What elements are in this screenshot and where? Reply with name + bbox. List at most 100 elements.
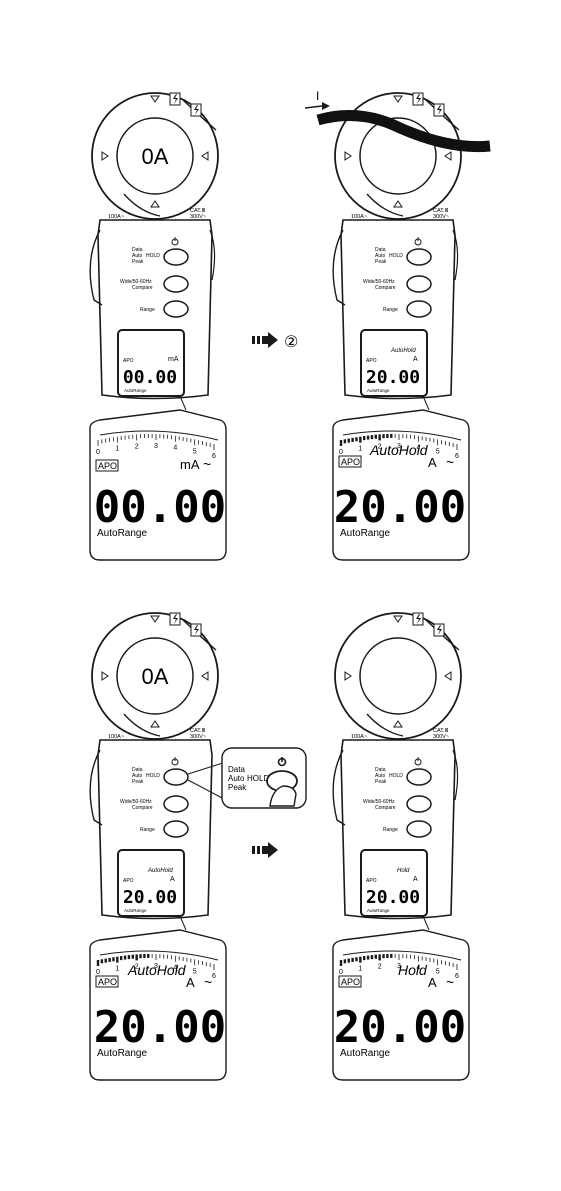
scale-label: 0 bbox=[96, 449, 100, 456]
arrow-right-icon bbox=[252, 332, 278, 348]
scale-label: 1 bbox=[358, 966, 362, 973]
svg-text:Data: Data bbox=[132, 767, 143, 773]
scale-label: 6 bbox=[212, 973, 216, 980]
scale-label: 5 bbox=[436, 968, 440, 975]
svg-text:300V~: 300V~ bbox=[433, 734, 449, 740]
scale-label: 3 bbox=[397, 963, 401, 970]
wide-compare-button[interactable] bbox=[406, 795, 432, 813]
scale-label: 2 bbox=[378, 443, 382, 450]
svg-text:100A~: 100A~ bbox=[351, 734, 367, 740]
meter-panel-2: 20A 100A~ CAT.Ⅲ 300V~ Data Auto Peak HOL… bbox=[332, 92, 462, 411]
svg-text:100A~: 100A~ bbox=[108, 734, 124, 740]
svg-text:mA: mA bbox=[168, 356, 179, 363]
svg-text:AutoHold: AutoHold bbox=[147, 868, 173, 874]
status-indicator: Hold bbox=[398, 962, 428, 978]
scale-label: 4 bbox=[416, 445, 420, 452]
svg-text:Peak: Peak bbox=[375, 259, 387, 265]
svg-text:AutoRange: AutoRange bbox=[124, 388, 147, 393]
range-button[interactable] bbox=[163, 820, 189, 838]
scale-label: 2 bbox=[378, 963, 382, 970]
wide-compare-button[interactable] bbox=[163, 275, 189, 293]
hold-button[interactable] bbox=[406, 248, 432, 266]
apo-indicator: APO bbox=[98, 461, 117, 471]
autorange-indicator: AutoRange bbox=[97, 528, 147, 539]
svg-text:APO: APO bbox=[123, 358, 134, 364]
svg-text:CAT.Ⅲ: CAT.Ⅲ bbox=[433, 728, 449, 734]
hold-button[interactable] bbox=[163, 248, 189, 266]
scale-label: 4 bbox=[416, 965, 420, 972]
scale-label: 4 bbox=[173, 445, 177, 452]
svg-text:20.00: 20.00 bbox=[366, 887, 420, 908]
range-button[interactable] bbox=[406, 820, 432, 838]
warning-bolt-icon bbox=[433, 103, 445, 117]
status-indicator: AutoHold bbox=[369, 442, 429, 458]
svg-text:AutoRange: AutoRange bbox=[367, 908, 390, 913]
svg-text:Auto: Auto bbox=[375, 253, 386, 259]
jaw-opening bbox=[116, 117, 194, 195]
svg-text:100A~: 100A~ bbox=[351, 214, 367, 220]
scale-label: 1 bbox=[115, 446, 119, 453]
scale-label: 5 bbox=[193, 968, 197, 975]
svg-text:20.00: 20.00 bbox=[123, 887, 177, 908]
svg-text:Auto: Auto bbox=[228, 774, 245, 783]
unit-label: mA bbox=[180, 457, 200, 472]
svg-text:HOLD: HOLD bbox=[389, 253, 403, 259]
power-icon bbox=[171, 757, 179, 766]
warning-bolt-icon bbox=[190, 623, 202, 637]
arrow-right-icon bbox=[252, 842, 278, 858]
range-button[interactable] bbox=[163, 300, 189, 318]
svg-text:20.00: 20.00 bbox=[94, 1002, 226, 1053]
svg-text:APO: APO bbox=[98, 977, 117, 987]
power-icon bbox=[414, 237, 422, 246]
svg-text:AutoHold: AutoHold bbox=[390, 348, 416, 354]
svg-text:Wide/50-60Hz: Wide/50-60Hz bbox=[363, 799, 395, 805]
scale-label: 0 bbox=[96, 969, 100, 976]
scale-label: 1 bbox=[115, 966, 119, 973]
svg-text:300V~: 300V~ bbox=[190, 734, 206, 740]
scale-label: 2 bbox=[135, 963, 139, 970]
scale-label: 3 bbox=[154, 443, 158, 450]
wide-compare-button[interactable] bbox=[163, 795, 189, 813]
status-indicator: AutoHold bbox=[127, 962, 187, 978]
meter-panel-4: 100A~ CAT.Ⅲ 300V~ Data Auto Peak HOLD Wi… bbox=[332, 612, 462, 931]
svg-text:20.00: 20.00 bbox=[334, 1002, 466, 1053]
svg-text:HOLD: HOLD bbox=[247, 774, 269, 783]
step-marker: ② bbox=[284, 334, 298, 351]
svg-text:Wide/50-60Hz: Wide/50-60Hz bbox=[363, 279, 395, 285]
warning-bolt-icon bbox=[169, 92, 181, 106]
svg-text:Auto: Auto bbox=[132, 773, 143, 779]
wide-compare-button[interactable] bbox=[406, 275, 432, 293]
scale-label: 6 bbox=[212, 453, 216, 460]
range-button[interactable] bbox=[406, 300, 432, 318]
scale-label: 0 bbox=[339, 449, 343, 456]
svg-text:A: A bbox=[186, 975, 195, 990]
svg-text:A: A bbox=[428, 975, 437, 990]
svg-text:Peak: Peak bbox=[375, 779, 387, 785]
svg-text:~: ~ bbox=[204, 974, 212, 990]
svg-text:Wide/50-60Hz: Wide/50-60Hz bbox=[120, 279, 152, 285]
jaw-label: 0A bbox=[142, 144, 169, 169]
cable bbox=[316, 110, 491, 153]
hold-button-callout: Data Auto Peak HOLD bbox=[187, 747, 307, 809]
scale-label: 5 bbox=[193, 448, 197, 455]
arrow-right-icon bbox=[304, 102, 330, 110]
rating-right: CAT.Ⅲ bbox=[190, 208, 206, 214]
svg-text:HOLD: HOLD bbox=[146, 773, 160, 779]
hold-button[interactable] bbox=[163, 768, 189, 786]
svg-text:~: ~ bbox=[446, 454, 454, 470]
scale-label: 3 bbox=[397, 443, 401, 450]
svg-text:~: ~ bbox=[446, 974, 454, 990]
svg-text:Data: Data bbox=[228, 765, 245, 774]
svg-text:20.00: 20.00 bbox=[366, 367, 420, 388]
svg-text:HOLD: HOLD bbox=[389, 773, 403, 779]
svg-text:Range: Range bbox=[140, 307, 155, 313]
svg-text:CAT.Ⅲ: CAT.Ⅲ bbox=[190, 728, 206, 734]
triangle-marker-icon bbox=[150, 200, 160, 208]
hold-button[interactable] bbox=[406, 768, 432, 786]
scale-label: 3 bbox=[154, 963, 158, 970]
scale-label: 5 bbox=[436, 448, 440, 455]
